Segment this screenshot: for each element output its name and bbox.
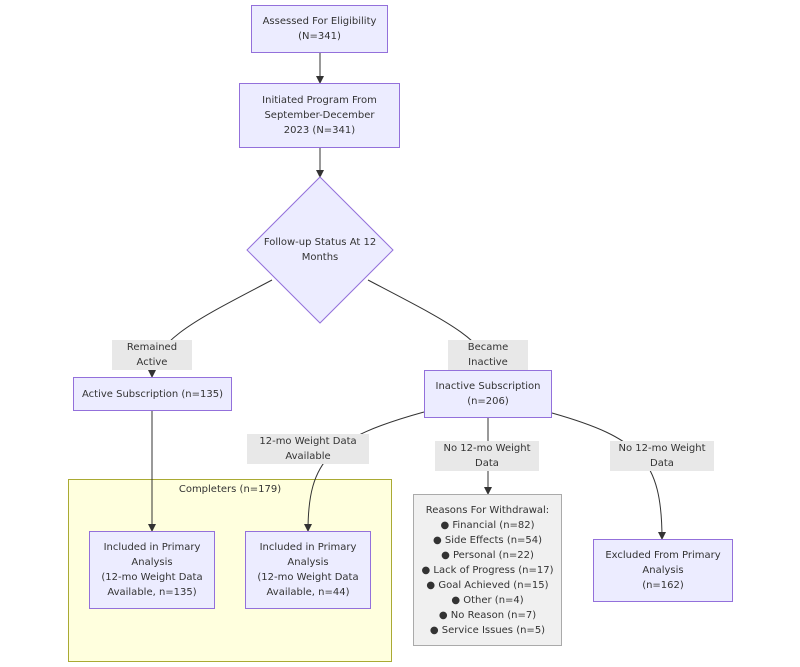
- assessed-line-1: Assessed For Eligibility: [262, 16, 377, 27]
- node-active: Active Subscription (n=135): [73, 377, 232, 411]
- initiated-line-3: 2023 (N=341): [283, 125, 356, 136]
- node-reasons: Reasons For Withdrawal: ● Financial (n=8…: [413, 494, 562, 646]
- excluded-line-1: Excluded From Primary: [605, 550, 721, 561]
- completers-title: Completers (n=179): [178, 484, 282, 495]
- incl-inactive-line-1: Included in Primary: [259, 542, 357, 553]
- decision-diamond: [246, 176, 394, 324]
- weight-available-line-2: Available: [285, 451, 331, 462]
- incl-active-line-4: Available, n=135): [107, 587, 197, 598]
- reasons-line-6: ● Goal Achieved (n=15): [426, 579, 549, 591]
- edge-inactive-included: [304, 411, 425, 532]
- reasons-line-9: ● Service Issues (n=5): [429, 624, 546, 636]
- reasons-line-2: ● Financial (n=82): [440, 519, 535, 531]
- edge-inactive-excluded: [551, 412, 666, 540]
- node-inactive: Inactive Subscription (n=206): [424, 370, 552, 418]
- reasons-line-3: ● Side Effects (n=54): [432, 534, 543, 546]
- excluded-line-3: (n=162): [642, 580, 684, 591]
- label-weight-available: 12-mo Weight Data Available: [247, 434, 369, 464]
- initiated-line-1: Initiated Program From: [262, 95, 377, 106]
- excluded-line-2: Analysis: [642, 565, 684, 576]
- node-excluded: Excluded From Primary Analysis (n=162): [593, 539, 733, 602]
- label-no-weight-excluded: No 12-mo Weight Data: [610, 441, 714, 471]
- incl-inactive-line-4: Available, n=44): [266, 587, 350, 598]
- assessed-line-2: (N=341): [298, 31, 341, 42]
- inactive-line-2: (n=206): [467, 396, 509, 407]
- incl-inactive-line-2: Analysis: [287, 557, 329, 568]
- node-assessed: Assessed For Eligibility (N=341): [251, 5, 388, 53]
- reasons-line-1: Reasons For Withdrawal:: [425, 504, 550, 516]
- weight-available-line-1: 12-mo Weight Data: [259, 436, 357, 447]
- incl-active-line-3: (12-mo Weight Data: [101, 572, 203, 583]
- node-included-inactive: Included in Primary Analysis (12-mo Weig…: [245, 531, 371, 609]
- reasons-line-5: ● Lack of Progress (n=17): [421, 564, 554, 576]
- inactive-line-1: Inactive Subscription: [435, 381, 541, 392]
- node-included-active: Included in Primary Analysis (12-mo Weig…: [89, 531, 215, 609]
- decision-line-2: Months: [301, 252, 339, 263]
- incl-active-line-1: Included in Primary: [103, 542, 201, 553]
- reasons-line-4: ● Personal (n=22): [441, 549, 534, 561]
- node-initiated: Initiated Program From September-Decembe…: [239, 83, 400, 148]
- active-line-1: Active Subscription (n=135): [81, 388, 224, 400]
- label-remained-active: Remained Active: [112, 340, 192, 370]
- incl-active-line-2: Analysis: [131, 557, 173, 568]
- initiated-line-2: September-December: [264, 110, 375, 121]
- decision-text: Follow-up Status At 12 Months: [255, 235, 385, 265]
- label-no-weight-reasons: No 12-mo Weight Data: [435, 441, 539, 471]
- incl-inactive-line-3: (12-mo Weight Data: [257, 572, 359, 583]
- label-became-inactive: Became Inactive: [448, 340, 528, 370]
- reasons-line-7: ● Other (n=4): [451, 594, 524, 606]
- decision-line-1: Follow-up Status At 12: [263, 237, 377, 248]
- reasons-line-8: ● No Reason (n=7): [438, 609, 537, 621]
